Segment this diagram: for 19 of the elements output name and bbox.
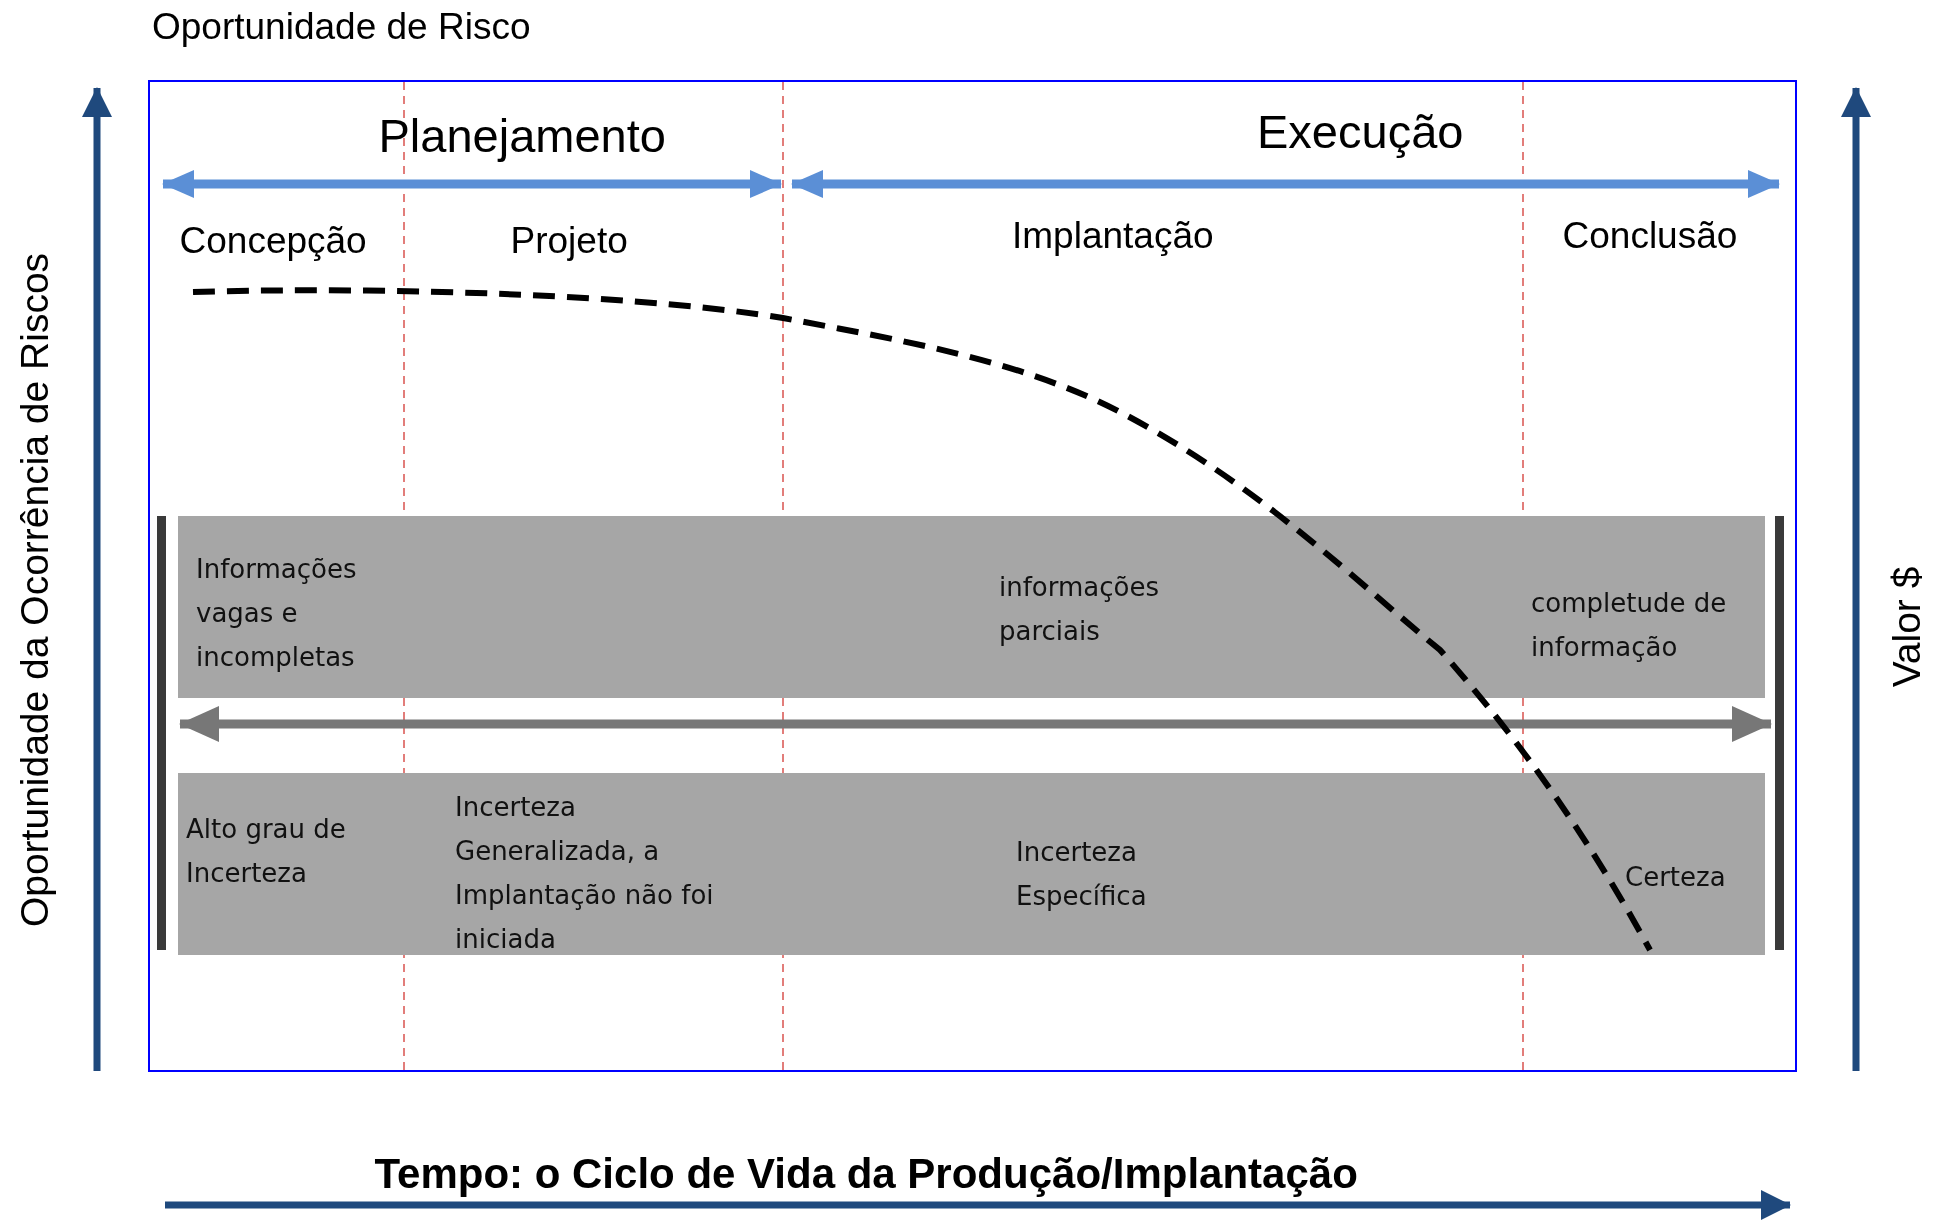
phase-label: Planejamento [378,108,666,163]
axis-label: Valor $ [1884,566,1929,688]
band-text: Certeza [1625,861,1727,894]
band-text: Informações vagas e incompletas [196,553,358,674]
info-band [178,773,1765,955]
band-text: Incerteza Generalizada, a Implantação não foi iniciada [455,791,715,956]
axis-label: Oportunidade da Ocorrência de Riscos [13,252,58,928]
axis-label: Tempo: o Ciclo de Vida da Produção/Implantação [374,1150,1358,1198]
stage-label: Implantação [1012,215,1214,257]
band-text: Alto grau de Incerteza [186,813,347,890]
stage-label: Concepção [179,220,367,262]
phase-label: Execução [1257,104,1464,159]
band-text: Incerteza Específica [1016,836,1148,913]
stage-label: Projeto [510,220,628,262]
band-text: informações parciais [999,571,1160,648]
stage-label: Conclusão [1562,215,1738,257]
info-band [178,516,1765,698]
title: Oportunidade de Risco [152,6,531,48]
band-text: completude de informação [1531,587,1728,664]
